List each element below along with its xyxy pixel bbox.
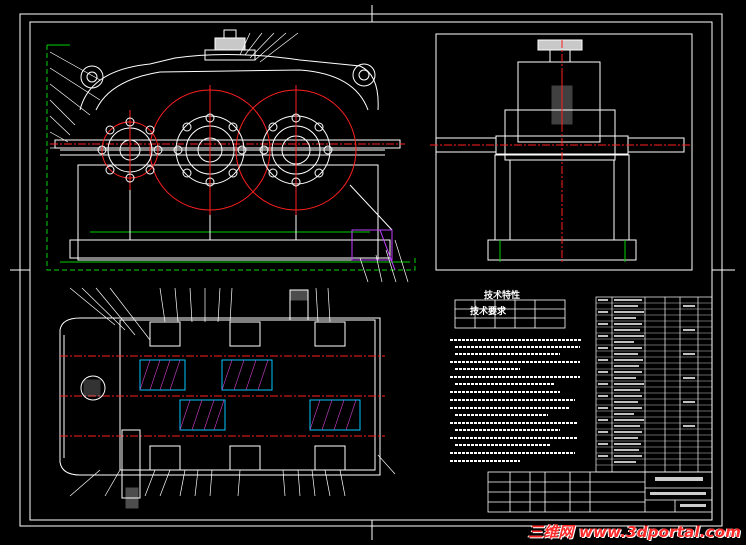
front-view-leaders xyxy=(49,32,409,283)
inner-frame xyxy=(29,21,713,521)
title-block-text xyxy=(650,477,706,507)
parts-list-rows xyxy=(596,302,712,466)
top-section-view xyxy=(59,289,385,509)
watermark-logo: 三维网 www.3dportal.com xyxy=(528,523,742,541)
tech-spec-title: 技术特性 xyxy=(484,291,521,301)
title-block xyxy=(487,471,713,513)
section-hatching xyxy=(139,359,357,431)
front-view-gears xyxy=(97,85,396,271)
section-leaders xyxy=(69,287,396,497)
tech-spec-table xyxy=(454,299,566,329)
parts-list-text xyxy=(598,299,695,463)
side-view xyxy=(430,33,693,271)
tech-requirements-text xyxy=(450,339,582,462)
parts-list xyxy=(595,296,713,473)
tech-requirements-title: 技术要求 xyxy=(470,307,507,317)
